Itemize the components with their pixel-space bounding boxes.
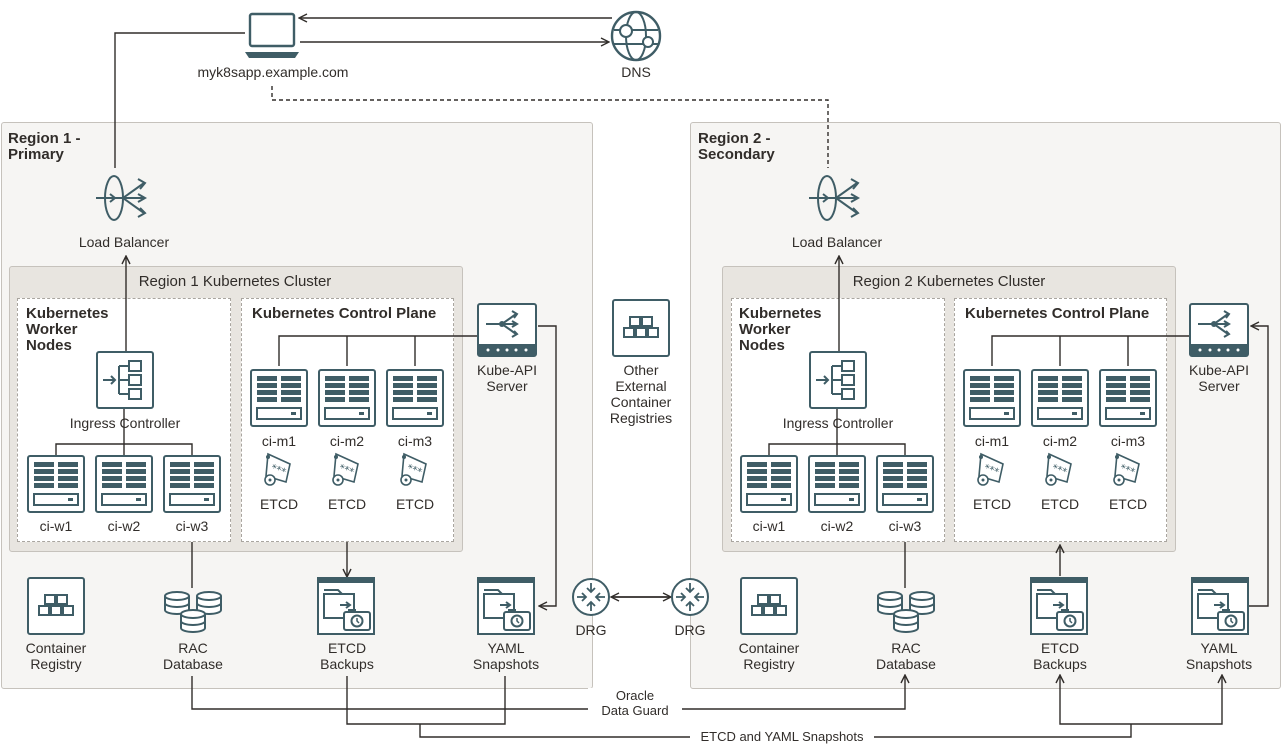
r2-load-balancer-label: Load Balancer (791, 234, 883, 250)
r1-load-balancer-icon (95, 175, 146, 221)
r2-container-registry-icon (740, 577, 798, 635)
r2-worker-nodes-title: Kubernetes Worker Nodes (739, 305, 822, 354)
r1-worker-nodes-title: Kubernetes Worker Nodes (26, 305, 109, 354)
r1-load-balancer-label: Load Balancer (78, 234, 170, 250)
r2-ingress-label: Ingress Controller (782, 415, 894, 431)
r1-etcd-backups-icon (317, 577, 375, 635)
r2-load-balancer-icon (808, 175, 859, 221)
r2-kube-api-icon (1189, 303, 1249, 357)
r2-control-plane-title: Kubernetes Control Plane (965, 305, 1150, 322)
laptop-to-lb1-line (114, 32, 245, 168)
r2-server-icon-w3 (876, 455, 934, 513)
r1-etcd-icon-1 (264, 453, 291, 486)
other-registries-icon (612, 299, 670, 357)
r2-etcd-icon-2 (1045, 453, 1072, 486)
r2-etcd-label-1: ETCD (972, 496, 1012, 512)
r1-worker-label-3: ci-w3 (175, 518, 209, 534)
r2-etcd-icon-3 (1113, 453, 1140, 486)
r1-region-title: Region 1 - Primary (8, 130, 81, 163)
r1-container-registry-label: Container Registry (25, 640, 87, 672)
r1-server-icon-m1 (250, 369, 308, 427)
dns-globe-icon (610, 10, 662, 62)
r1-etcd-label-3: ETCD (395, 496, 435, 512)
r1-ingress-icon (96, 351, 154, 409)
r2-master-label-3: ci-m3 (1110, 433, 1146, 449)
r1-master-label-1: ci-m1 (261, 433, 297, 449)
r1-container-registry-icon (27, 577, 85, 635)
r1-server-icon-w3 (163, 455, 221, 513)
r2-etcd-label-2: ETCD (1040, 496, 1080, 512)
r2-yaml-snapshots-icon (1191, 577, 1249, 635)
other-registries-label: Other External Container Registries (609, 362, 673, 426)
r1-server-icon-w2 (95, 455, 153, 513)
r1-etcd-backups-label: ETCD Backups (320, 640, 374, 672)
r2-container-registry-label: Container Registry (738, 640, 800, 672)
r2-server-icon-w1 (740, 455, 798, 513)
r2-master-label-1: ci-m1 (974, 433, 1010, 449)
r2-rac-database-label: RAC Database (876, 640, 936, 672)
r2-cluster-title: Region 2 Kubernetes Cluster (852, 273, 1046, 290)
r1-drg-icon (572, 578, 610, 616)
r2-server-icon-m3 (1099, 369, 1157, 427)
r1-cluster-title: Region 1 Kubernetes Cluster (138, 273, 332, 290)
dns-label: DNS (621, 64, 651, 80)
data-guard-label: Oracle Data Guard (588, 688, 682, 718)
r1-worker-label-2: ci-w2 (107, 518, 141, 534)
r1-worker-label-1: ci-w1 (39, 518, 73, 534)
laptop-to-lb2-dashed (271, 86, 829, 168)
r2-master-label-2: ci-m2 (1042, 433, 1078, 449)
r2-worker-label-1: ci-w1 (752, 518, 786, 534)
r2-rac-database-icon (877, 591, 935, 633)
r2-server-icon-m1 (963, 369, 1021, 427)
r2-worker-label-2: ci-w2 (820, 518, 854, 534)
r2-region-title: Region 2 - Secondary (698, 130, 775, 163)
r2-server-icon-w2 (808, 455, 866, 513)
r2-ingress-icon (809, 351, 867, 409)
r2-worker-label-3: ci-w3 (888, 518, 922, 534)
r1-control-plane-title: Kubernetes Control Plane (252, 305, 437, 322)
r1-etcd-label-1: ETCD (259, 496, 299, 512)
r2-yaml-snapshots-label: YAML Snapshots (1185, 640, 1253, 672)
r1-etcd-icon-3 (400, 453, 427, 486)
r1-master-label-3: ci-m3 (397, 433, 433, 449)
r1-rac-database-label: RAC Database (163, 640, 223, 672)
r1-yaml-snapshots-icon (477, 577, 535, 635)
app-url-label: myk8sapp.example.com (197, 64, 349, 80)
r1-server-icon-m2 (318, 369, 376, 427)
r1-etcd-icon-2 (332, 453, 359, 486)
r1-etcd-label-2: ETCD (327, 496, 367, 512)
r1-kube-api-label: Kube-API Server (477, 362, 537, 394)
r2-etcd-backups-label: ETCD Backups (1033, 640, 1087, 672)
r1-master-label-2: ci-m2 (329, 433, 365, 449)
r2-kube-api-label: Kube-API Server (1189, 362, 1249, 394)
snapshots-sync-label: ETCD and YAML Snapshots (690, 729, 874, 744)
laptop-icon (245, 12, 299, 58)
r1-server-icon-m3 (386, 369, 444, 427)
r1-kube-api-icon (477, 303, 537, 357)
r2-etcd-backups-icon (1030, 577, 1088, 635)
r2-etcd-icon-1 (977, 453, 1004, 486)
r1-yaml-snapshots-label: YAML Snapshots (472, 640, 540, 672)
r2-drg-icon (671, 578, 709, 616)
r2-server-icon-m2 (1031, 369, 1089, 427)
r1-ingress-label: Ingress Controller (69, 415, 181, 431)
r1-rac-database-icon (164, 591, 222, 633)
r1-server-icon-w1 (27, 455, 85, 513)
r1-drg-label: DRG (575, 622, 607, 638)
r2-etcd-label-3: ETCD (1108, 496, 1148, 512)
r2-drg-label: DRG (674, 622, 706, 638)
